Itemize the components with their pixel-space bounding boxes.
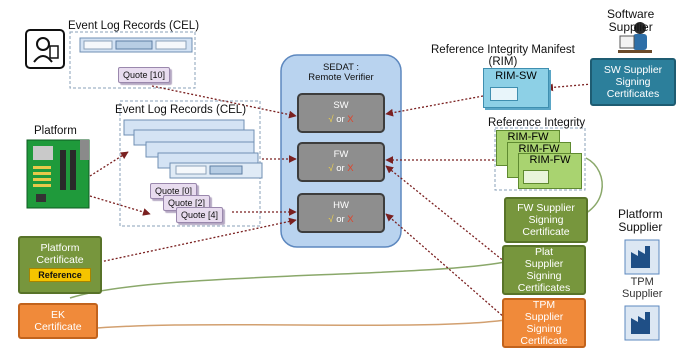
arrow-tpm-to-hw	[385, 213, 506, 319]
rim-fw-label: RIM-FW	[507, 131, 549, 143]
event-log-mid-label: Event Log Records (CEL)	[115, 104, 247, 116]
platform-reference-tag: Reference	[29, 268, 91, 283]
rim-fw-card-3: RIM-FW	[518, 153, 582, 189]
user-document-icon	[25, 29, 65, 69]
sw-check-box: SW √ or X	[297, 93, 385, 133]
factory-icon	[624, 305, 660, 341]
arrow-platform-to-cel	[89, 151, 129, 177]
event-log-top-label: Event Log Records (CEL)	[68, 20, 200, 32]
rim-fw-label: RIM-FW	[518, 143, 560, 155]
rim-sw-label: RIM-SW	[495, 70, 537, 82]
rim-title: Reference Integrity Manifest (RIM)	[431, 44, 575, 69]
arrow-rim-sw-to-sw	[385, 95, 484, 117]
arrow-cert-to-hw	[99, 217, 297, 263]
software-supplier-label: Software Supplier	[607, 7, 655, 34]
ek-cert: EK Certificate	[18, 303, 98, 339]
fw-supplier-cert: FW Supplier Signing Certificate	[504, 197, 588, 243]
ref-integrity-label: Reference Integrity	[488, 117, 586, 129]
arrow-platform-to-quotes	[89, 195, 151, 216]
connector-platform-cert	[69, 261, 506, 299]
arrow-plat-to-fw	[385, 165, 506, 263]
quote-4: Quote [4]	[176, 207, 224, 223]
event-log-mid-records	[123, 119, 263, 179]
rim-fw-label: RIM-FW	[529, 154, 571, 166]
connector-ek-cert	[74, 319, 506, 331]
event-log-top-records	[79, 37, 193, 53]
verifier-title: SEDAT : Remote Verifier	[308, 62, 374, 83]
tpm-supplier-cert: TPM Supplier Signing Certificate	[502, 298, 586, 348]
arrow-supplier-to-rim	[545, 83, 593, 92]
verification-arrows	[89, 83, 593, 319]
sw-supplier-cert: SW Supplier Signing Certificates	[590, 58, 676, 106]
motherboard-icon	[26, 139, 90, 209]
hw-check-box: HW √ or X	[297, 193, 385, 233]
platform-cert: Platform Certificate Reference	[18, 236, 102, 294]
platform-supplier-label: Platform Supplier	[618, 207, 663, 234]
arrow-cel-to-sw	[151, 85, 297, 119]
event-log-top-container	[69, 31, 196, 89]
tpm-supplier-label: TPM Supplier	[622, 276, 663, 300]
plat-supplier-cert: Plat Supplier Signing Certificates	[502, 245, 586, 295]
platform-label: Platform	[34, 125, 77, 137]
computer-user-icon	[618, 22, 652, 53]
rim-fw-container	[494, 127, 586, 191]
fw-check-box: FW √ or X	[297, 142, 385, 182]
factory-icon	[624, 239, 660, 275]
quote-10: Quote [10]	[118, 67, 171, 83]
rim-sw-card: RIM-SW	[483, 68, 549, 108]
